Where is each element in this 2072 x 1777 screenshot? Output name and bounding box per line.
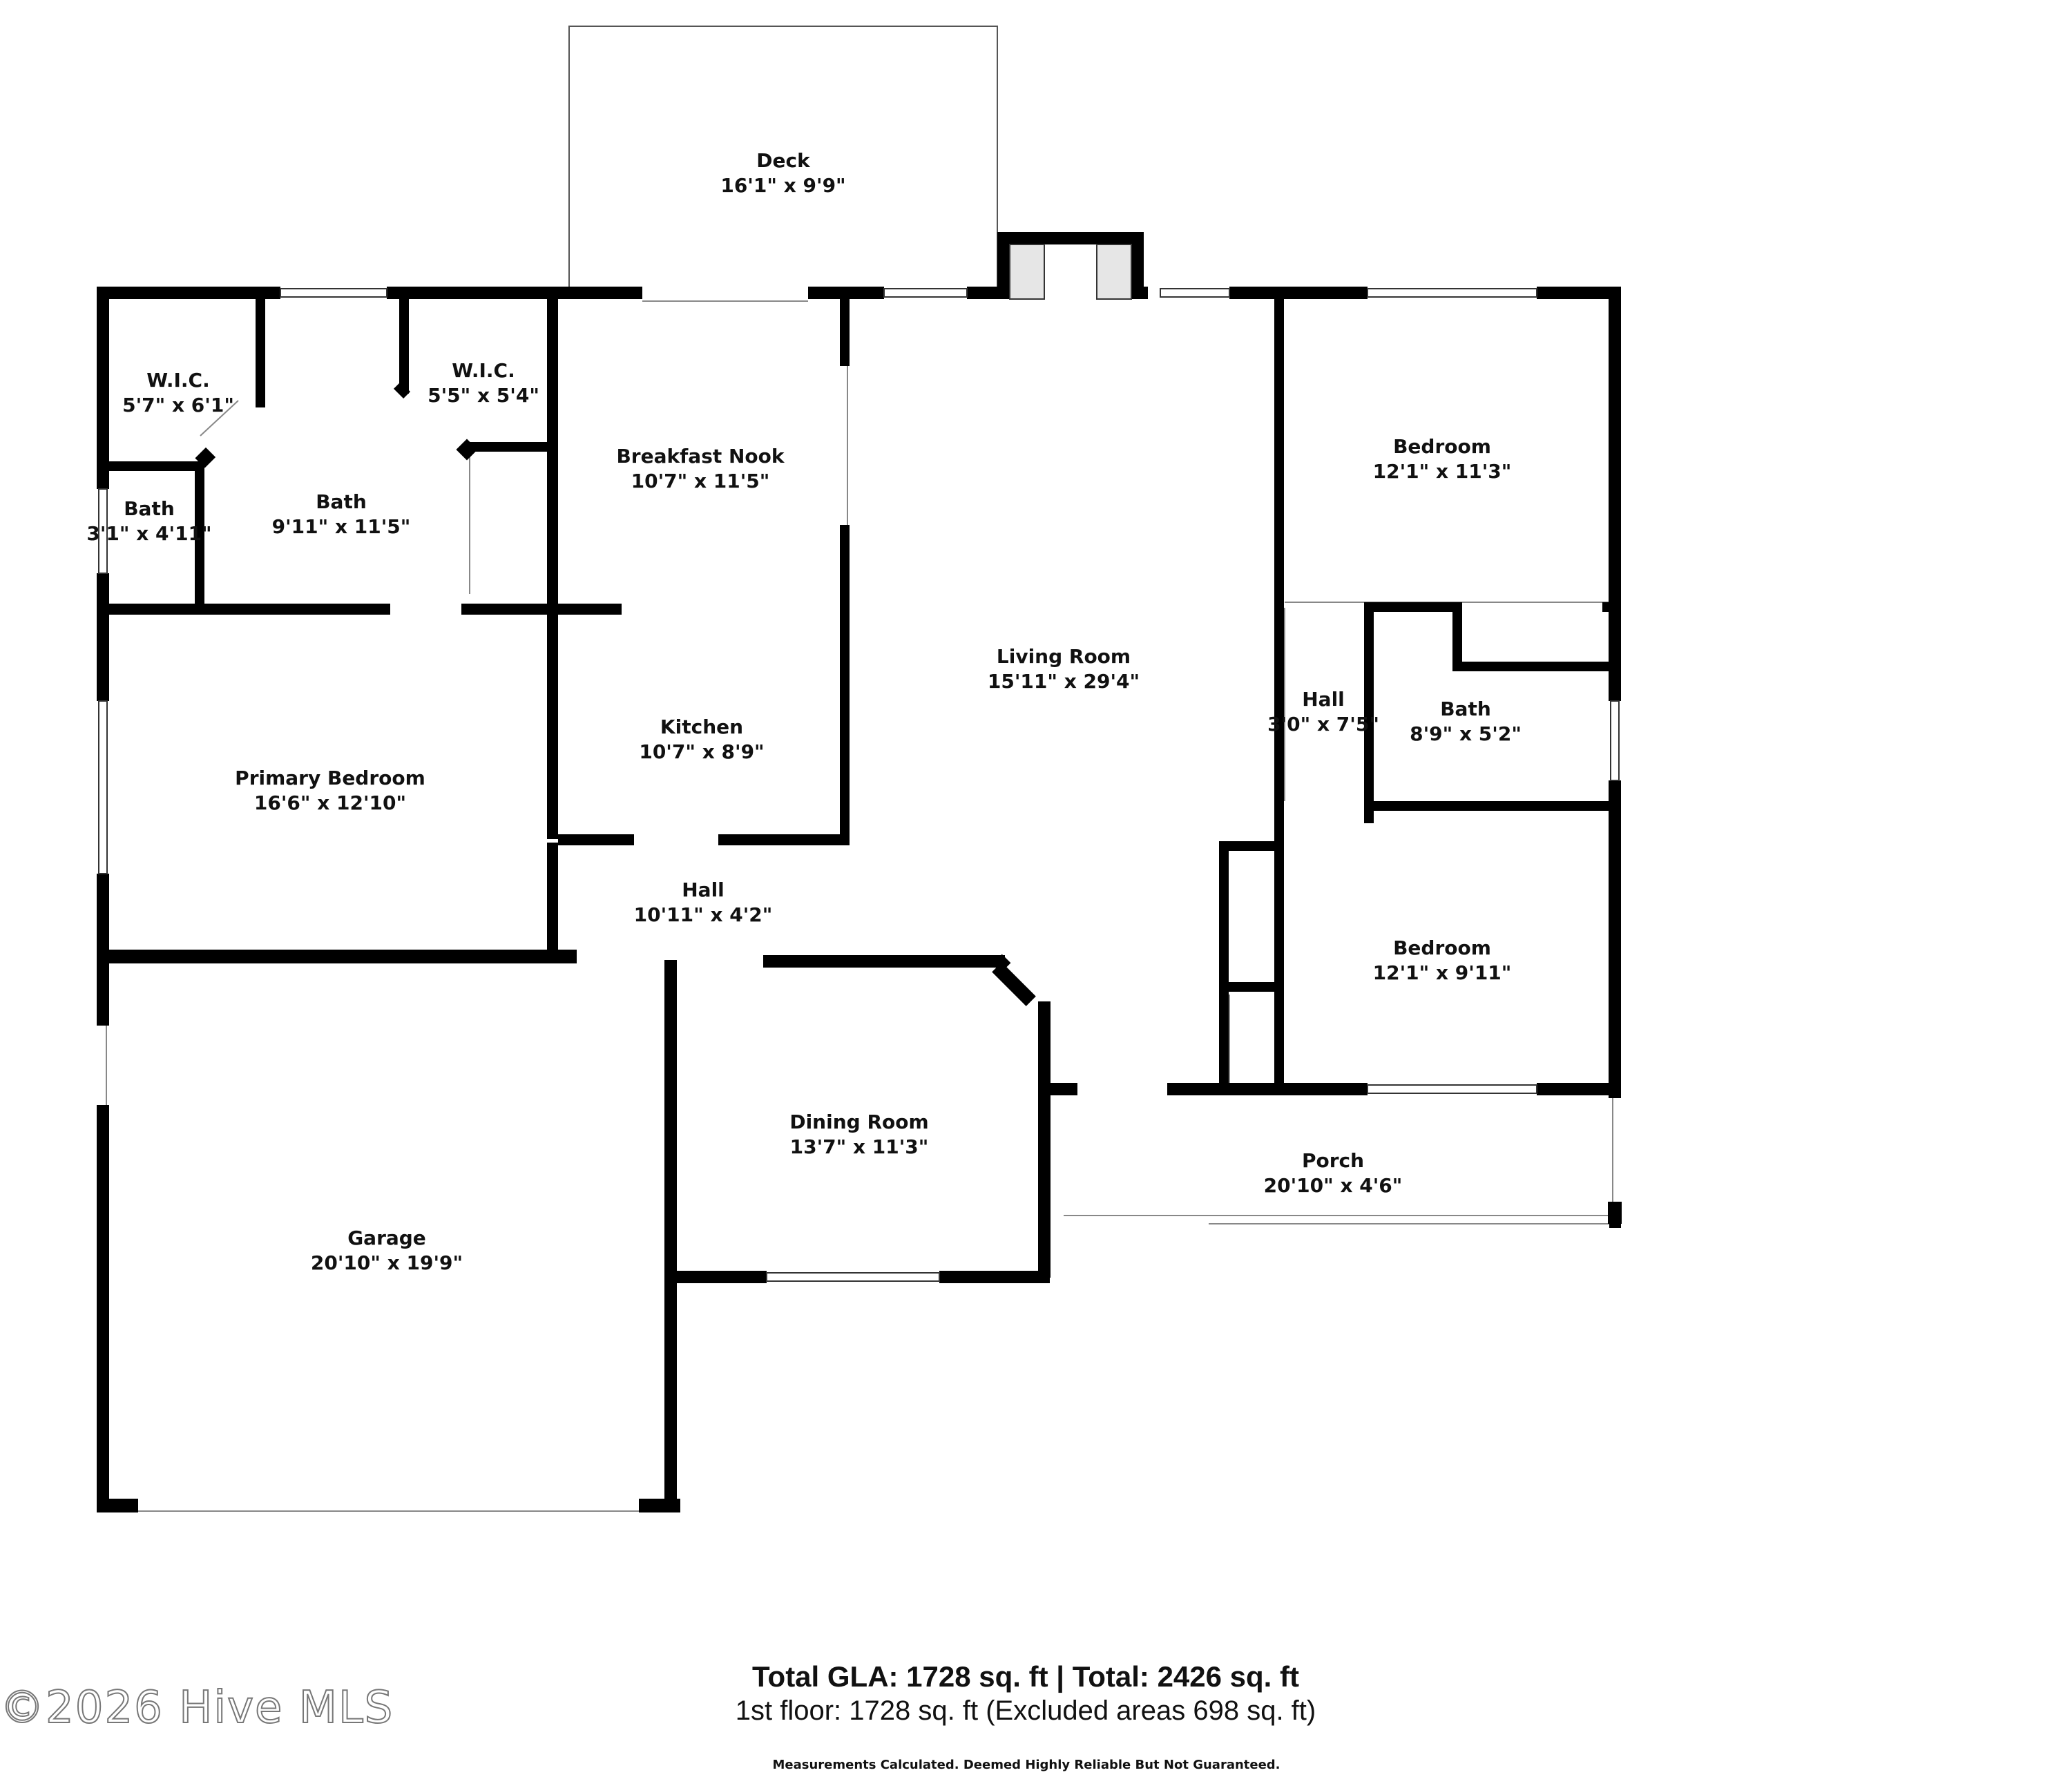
room-name-deck: Deck <box>756 149 811 172</box>
room-dims-bedroom-1: 12'1" x 11'3" <box>1373 460 1512 483</box>
room-name-kitchen: Kitchen <box>660 715 743 738</box>
room-name-garage: Garage <box>347 1227 426 1249</box>
room-dims-primary-bedroom: 16'6" x 12'10" <box>254 791 406 814</box>
room-dims-living-room: 15'11" x 29'4" <box>988 670 1140 693</box>
room-dims-bedroom-2: 12'1" x 9'11" <box>1373 961 1512 984</box>
room-dims-wic1: 5'7" x 6'1" <box>122 394 234 416</box>
room-dims-breakfast-nook: 10'7" x 11'5" <box>631 470 770 492</box>
room-name-living-room: Living Room <box>997 645 1131 668</box>
total-area: Total GLA: 1728 sq. ft | Total: 2426 sq.… <box>752 1660 1299 1693</box>
walls <box>97 232 1622 1512</box>
room-dims-bath-primary: 9'11" x 11'5" <box>272 515 411 538</box>
room-dims-garage: 20'10" x 19'9" <box>311 1251 463 1274</box>
room-name-bath-east: Bath <box>1440 698 1491 720</box>
room-dims-porch: 20'10" x 4'6" <box>1264 1174 1403 1197</box>
room-name-porch: Porch <box>1302 1149 1364 1172</box>
room-dims-kitchen: 10'7" x 8'9" <box>639 740 764 763</box>
room-name-bath-small: Bath <box>124 497 175 520</box>
room-name-bedroom-1: Bedroom <box>1393 435 1491 458</box>
fireplace <box>1009 244 1132 300</box>
room-dims-wic2: 5'5" x 5'4" <box>428 384 539 407</box>
room-dims-deck: 16'1" x 9'9" <box>720 174 845 197</box>
room-name-bath-primary: Bath <box>316 490 367 513</box>
room-dims-bath-small: 3'1" x 4'11" <box>86 522 211 545</box>
room-dims-hall-center: 10'11" x 4'2" <box>634 903 773 926</box>
room-name-hall-center: Hall <box>682 878 725 901</box>
room-name-wic1: W.I.C. <box>146 369 209 392</box>
watermark: ©2026 Hive MLS <box>0 1682 394 1734</box>
windows <box>98 288 1620 1282</box>
room-name-wic2: W.I.C. <box>452 359 515 382</box>
room-name-breakfast-nook: Breakfast Nook <box>616 445 785 468</box>
disclaimer: Measurements Calculated. Deemed Highly R… <box>772 1758 1280 1772</box>
room-name-hall-east: Hall <box>1302 688 1345 711</box>
room-name-bedroom-2: Bedroom <box>1393 936 1491 959</box>
room-name-primary-bedroom: Primary Bedroom <box>235 767 425 789</box>
room-name-dining-room: Dining Room <box>789 1111 928 1133</box>
room-dims-dining-room: 13'7" x 11'3" <box>790 1135 929 1158</box>
room-labels: Deck 16'1" x 9'9" W.I.C. 5'7" x 6'1" W.I… <box>86 149 1522 1274</box>
room-dims-bath-east: 8'9" x 5'2" <box>1410 722 1522 745</box>
floor-area: 1st floor: 1728 sq. ft (Excluded areas 6… <box>735 1696 1316 1726</box>
deck-outline <box>568 26 998 290</box>
room-dims-hall-east: 3'0" x 7'5" <box>1267 713 1379 736</box>
